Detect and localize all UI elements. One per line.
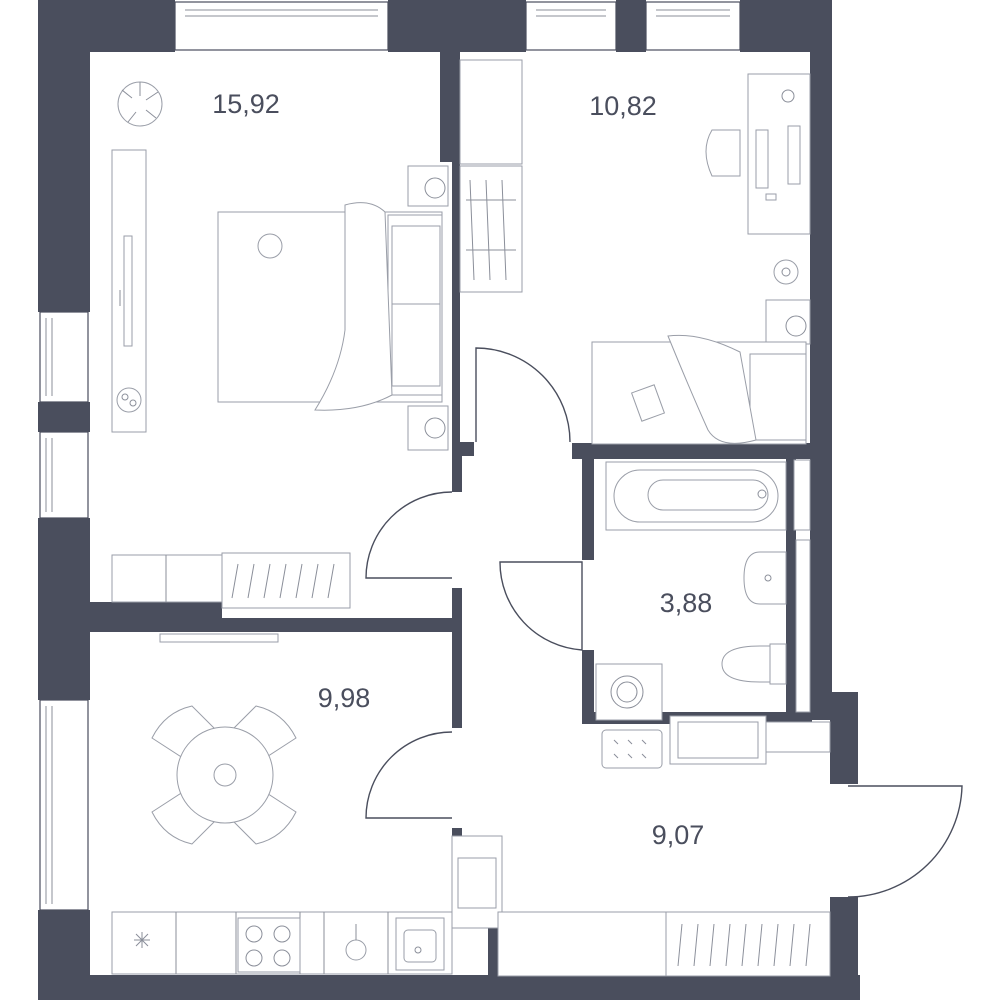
entry-wardrobe (497, 911, 831, 977)
toilet (721, 643, 787, 685)
dining-table (151, 705, 297, 845)
ball-icon (773, 259, 799, 285)
wardrobe (111, 552, 351, 609)
bathroom-door (499, 561, 583, 651)
stove-icon (237, 917, 301, 973)
kitchen-furniture (111, 633, 453, 975)
room-area-label: 15,92 (212, 89, 280, 119)
kitchen-sink (395, 917, 445, 971)
windows (39, 1, 741, 911)
doors (365, 347, 963, 898)
bathroom-fixtures (595, 459, 811, 721)
wall-tv (159, 633, 279, 643)
sink (743, 551, 787, 605)
hallway-furniture (451, 715, 831, 977)
room-area-label: 10,82 (589, 91, 657, 121)
room-area-label: 9,98 (318, 683, 371, 713)
room-area-label: 9,07 (652, 820, 705, 850)
bedroom-door (365, 491, 453, 579)
closet (459, 59, 523, 293)
shoe-rack (669, 715, 831, 765)
tv-cabinet (111, 149, 147, 433)
shoe-mat (601, 729, 663, 769)
walls (38, 0, 860, 1000)
entrance-door (847, 785, 963, 898)
double-bed (217, 165, 449, 451)
nightstand (765, 299, 811, 345)
desk (705, 73, 811, 235)
bedroom-furniture (111, 81, 449, 609)
plant-icon (117, 81, 163, 127)
bathtub (605, 461, 787, 531)
faucet-icon (345, 924, 367, 961)
kids-room-door (475, 347, 571, 443)
kids-room-furniture (459, 59, 811, 445)
decor-plant-icon (116, 387, 142, 413)
kitchen-door (365, 731, 453, 819)
washing-machine (595, 663, 663, 721)
room-area-label: 3,88 (660, 588, 713, 618)
room-labels: 15,92 10,82 3,88 9,98 9,07 (212, 89, 712, 850)
single-bed (591, 334, 807, 445)
bench (451, 835, 503, 929)
